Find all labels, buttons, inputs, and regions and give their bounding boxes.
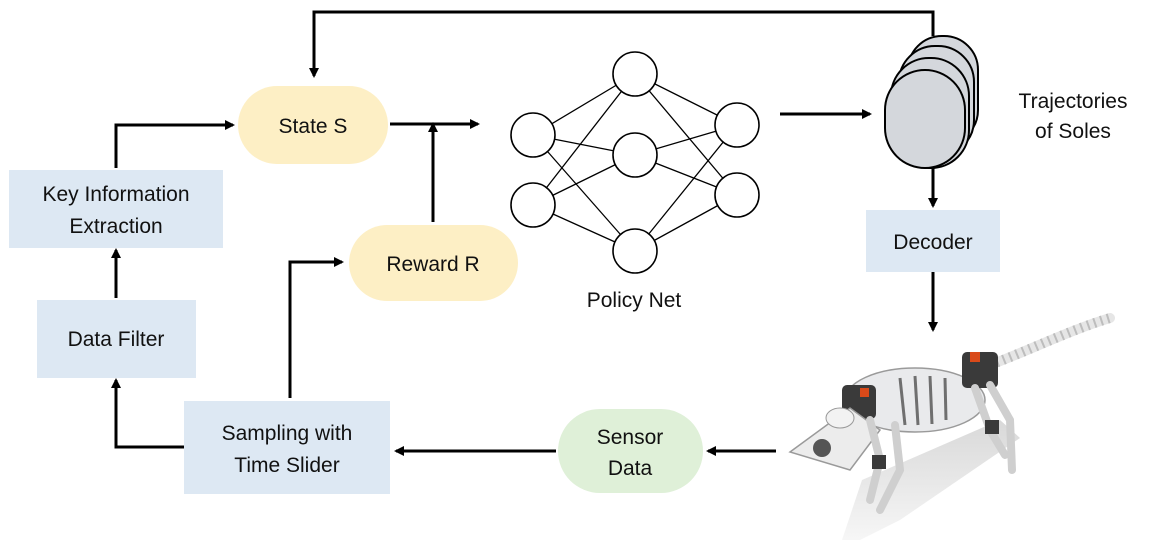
sensor-label-line1: Sensor: [597, 426, 664, 449]
state-node: State S: [238, 86, 388, 164]
sampling-label-line2: Time Slider: [234, 454, 339, 477]
decoder-node: Decoder: [866, 210, 1000, 272]
policy-net-label: Policy Net: [587, 289, 682, 312]
neural-network-icon: [510, 51, 760, 274]
arrow-sampling-to-reward: [288, 257, 344, 398]
database-stack-icon: [884, 35, 979, 169]
arrow-sampling-to-filter: [111, 378, 184, 449]
arrows: [111, 10, 938, 456]
reward-node: Reward R: [349, 225, 518, 301]
trajectories-label-line1: Trajectories: [1019, 90, 1128, 113]
robot-rat-image: [788, 313, 1115, 540]
sampling-node: Sampling with Time Slider: [184, 401, 390, 494]
key-info-label-line2: Extraction: [69, 215, 162, 238]
decoder-label: Decoder: [893, 231, 972, 254]
trajectories-label-line2: of Soles: [1035, 120, 1111, 143]
key-info-label-line1: Key Information: [42, 183, 189, 206]
reward-label: Reward R: [386, 253, 479, 276]
arrow-trajectories-to-state: [309, 10, 935, 78]
sensor-label-line2: Data: [608, 457, 653, 480]
sampling-label-line1: Sampling with: [222, 422, 353, 445]
key-info-node: Key Information Extraction: [9, 170, 223, 248]
sensor-node: Sensor Data: [558, 409, 703, 493]
state-label: State S: [279, 115, 348, 138]
data-filter-label: Data Filter: [68, 328, 165, 351]
data-filter-node: Data Filter: [37, 300, 196, 378]
arrow-keyinfo-to-state: [114, 120, 235, 168]
